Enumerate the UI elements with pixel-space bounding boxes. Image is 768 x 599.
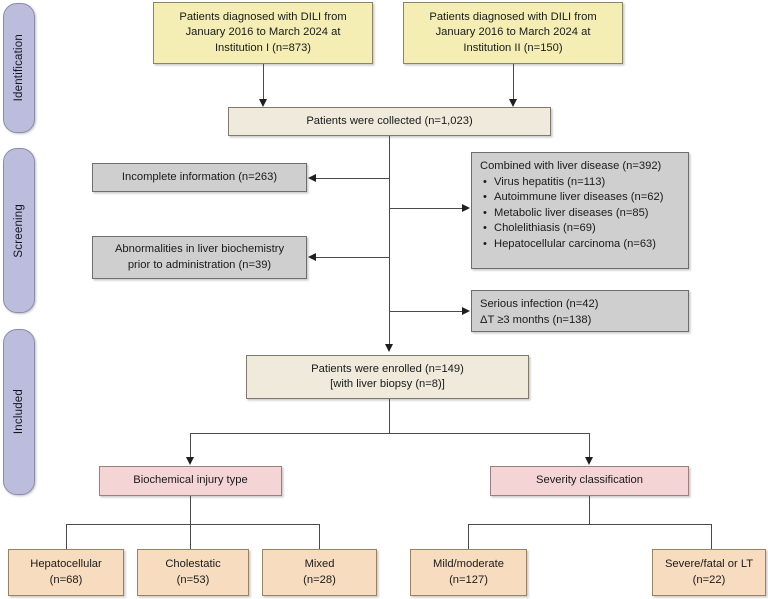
connector-inst1-to-collected [263,64,264,100]
arrowhead-to-abnormal-biochem [308,252,316,261]
enrolled-line-2: [with liver biopsy (n=8)] [330,378,445,390]
collected-line-1: Patients were collected (n=1,023) [306,114,473,127]
node-severity-classification: Severity classification [490,466,689,496]
connector-severity-down [589,496,590,524]
enrolled-line-1: Patients were enrolled (n=149) [311,362,464,375]
arrowhead-to-biochemical-injury [185,457,194,465]
node-abnormal-liver-biochemistry: Abnormalities in liver biochemistry prio… [92,236,307,279]
abnormal-biochem-line-2: prior to administration (n=39) [127,258,272,271]
node-serious-infection: Serious infection (n=42) ΔT ≥3 months (n… [471,290,689,332]
source-inst2-line-3: Institution II (n=150) [463,41,563,54]
serious-infection-line-1: Serious infection (n=42) [480,298,599,310]
stage-bar-identification: Identification [3,3,35,133]
connector-spine-to-abnormal-biochem [316,257,389,258]
connector-severity-crossbar [468,524,711,525]
arrowhead-to-combined-liver-disease [462,203,470,212]
mild-moderate-count: (n=127) [449,573,488,586]
arrowhead-to-severity [584,457,593,465]
mixed-count: (n=28) [303,573,336,586]
connector-crossbar-to-mixed [319,524,320,549]
combined-liver-disease-bullet-1: Virus hepatitis (n=113) [480,175,605,191]
combined-liver-disease-bullet-5: Hepatocellular carcinoma (n=63) [480,237,656,253]
arrowhead-inst1-to-collected [258,99,267,107]
hepatocellular-count: (n=68) [49,573,83,586]
connector-spine-to-serious-infection [389,311,463,312]
node-patients-enrolled: Patients were enrolled (n=149) [with liv… [246,355,529,399]
combined-liver-disease-bullet-4: Cholelithiasis (n=69) [480,221,596,237]
arrowhead-spine-to-enrolled [384,344,393,352]
connector-classification-crossbar [190,433,589,434]
node-biochemical-injury-type: Biochemical injury type [99,466,282,496]
connector-spine-to-combined-liver-disease [389,208,463,209]
source-inst2-line-1: Patients diagnosed with DILI from [429,10,597,23]
arrowhead-to-incomplete [308,173,316,182]
cholestatic-label: Cholestatic [165,558,221,570]
node-outcome-cholestatic: Cholestatic (n=53) [137,549,249,596]
connector-crossbar-to-biochemical-injury [190,433,191,458]
severe-fatal-lt-label: Severe/fatal or LT [664,558,754,570]
node-outcome-mixed: Mixed (n=28) [262,549,377,596]
node-outcome-severe-fatal-lt: Severe/fatal or LT (n=22) [652,549,766,596]
connector-biochemical-down [190,496,191,549]
node-outcome-hepatocellular: Hepatocellular (n=68) [8,549,124,596]
abnormal-biochem-line-1: Abnormalities in liver biochemistry [114,243,285,255]
severe-fatal-lt-count: (n=22) [692,573,726,586]
node-source-institution-1: Patients diagnosed with DILI from Januar… [153,2,373,64]
mixed-label: Mixed [304,558,335,570]
connector-inst2-to-collected [513,64,514,100]
connector-crossbar-to-severity [589,433,590,458]
combined-liver-disease-heading: Combined with liver disease (n=392) [480,160,662,172]
source-inst2-line-2: January 2016 to March 2024 at [435,26,591,39]
combined-liver-disease-bullet-2: Autoimmune liver diseases (n=62) [480,190,663,206]
node-combined-liver-disease: Combined with liver disease (n=392) Viru… [471,152,689,269]
connector-screening-spine [389,136,390,345]
source-inst1-line-1: Patients diagnosed with DILI from [179,10,347,23]
node-patients-collected: Patients were collected (n=1,023) [228,107,551,136]
connector-biochemical-crossbar [66,524,320,525]
node-incomplete-information: Incomplete information (n=263) [92,163,307,192]
source-inst1-line-2: January 2016 to March 2024 at [185,26,341,39]
stage-bar-included: Included [3,329,35,495]
arrowhead-to-serious-infection [462,306,470,315]
mild-moderate-label: Mild/moderate [433,558,504,570]
stage-label-identification: Identification [13,34,25,102]
connector-crossbar-to-hepatocellular [66,524,67,549]
severity-classification-label: Severity classification [536,474,643,487]
connector-crossbar-to-mild-moderate [468,524,469,549]
stage-bar-screening: Screening [3,148,35,313]
node-outcome-mild-moderate: Mild/moderate (n=127) [410,549,527,596]
hepatocellular-label: Hepatocellular [30,558,102,570]
cholestatic-count: (n=53) [176,573,210,586]
source-inst1-line-3: Institution I (n=873) [214,41,312,54]
stage-label-included: Included [13,389,25,435]
connector-spine-to-incomplete [316,178,389,179]
node-source-institution-2: Patients diagnosed with DILI from Januar… [403,2,623,64]
biochemical-injury-type-label: Biochemical injury type [133,474,248,487]
connector-crossbar-to-severe-fatal [711,524,712,549]
arrowhead-inst2-to-collected [508,99,517,107]
incomplete-line-1: Incomplete information (n=263) [121,170,278,183]
combined-liver-disease-bullet-3: Metabolic liver diseases (n=85) [480,206,649,222]
serious-infection-line-2: ΔT ≥3 months (n=138) [480,313,592,326]
stage-label-screening: Screening [13,203,25,258]
connector-enrolled-down [389,399,390,433]
